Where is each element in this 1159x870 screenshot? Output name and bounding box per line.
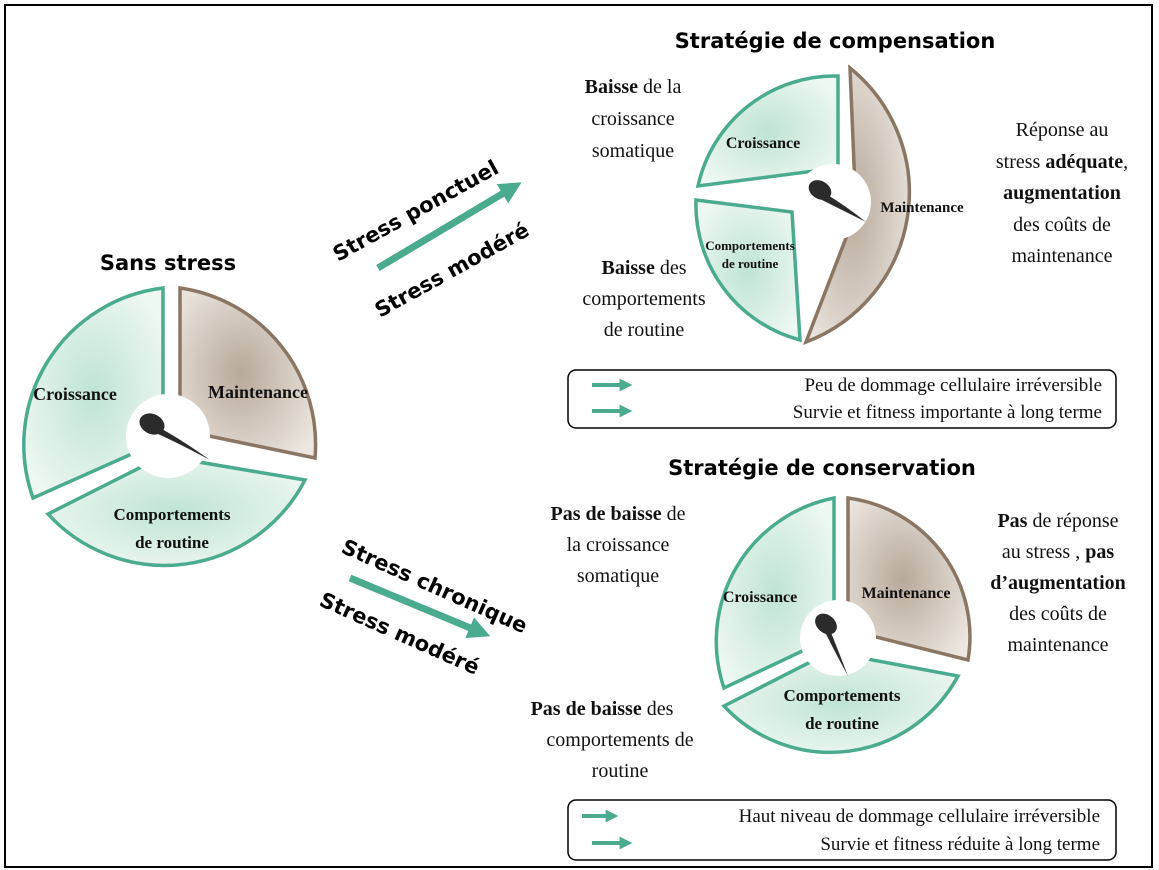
baseline-maintenance-slice: [178, 285, 318, 461]
compensation-legend-2: Survie et fitness importante à long term…: [793, 402, 1102, 423]
compensation-maint-note-4: des coûts de: [1013, 214, 1111, 236]
compensation-routine-note-1: Baisse des: [601, 257, 686, 279]
compensation-routine-note-2: comportements: [582, 288, 706, 310]
compensation-diagram: Stratégie de compensation Croissance Mai…: [567, 29, 1128, 429]
compensation-routine-note-3: de routine: [604, 319, 685, 341]
baseline-title: Sans stress: [100, 251, 236, 275]
conservation-legend-box: [567, 799, 1117, 861]
compensation-title: Stratégie de compensation: [675, 29, 996, 53]
conservation-growth-note-3: somatique: [577, 565, 659, 587]
compensation-legend-1: Peu de dommage cellulaire irréversible: [804, 375, 1102, 396]
conservation-routine-label-2: de routine: [805, 714, 879, 733]
compensation-legend-box: [567, 369, 1117, 429]
conservation-routine-note-1: Pas de baisse des: [531, 698, 674, 720]
conservation-maint-note-2: au stress , pas: [1002, 541, 1114, 563]
upper-arrow-group: Stress ponctuel Stress modéré: [329, 156, 533, 323]
compensation-growth-label: Croissance: [726, 135, 800, 152]
conservation-tadpole-icon: [815, 613, 848, 676]
baseline-tadpole-icon: [139, 413, 210, 460]
compensation-maint-note-2: stress adéquate,: [996, 151, 1128, 173]
conservation-maint-note-5: maintenance: [1007, 634, 1108, 656]
baseline-growth-label: Croissance: [33, 384, 117, 404]
conservation-growth-note-2: la croissance: [567, 534, 670, 556]
conservation-maintenance-label: Maintenance: [862, 585, 951, 602]
compensation-routine-label-1: Comportements: [705, 238, 795, 253]
compensation-growth-note-2: croissance: [591, 108, 674, 130]
compensation-growth-note-1: Baisse de la: [585, 76, 682, 98]
conservation-legend-1: Haut niveau de dommage cellulaire irréve…: [739, 806, 1100, 827]
baseline-routine-label-2: de routine: [135, 533, 209, 552]
compensation-routine-slice: [694, 198, 802, 343]
conservation-center-hole: [800, 600, 876, 676]
conservation-routine-note-2: comportements de: [546, 729, 693, 751]
baseline-diagram: Sans stress Croissance Maintenance Compo…: [22, 251, 318, 568]
compensation-maint-note-5: maintenance: [1011, 245, 1112, 267]
conservation-maint-note-1: Pas de réponse: [997, 510, 1118, 532]
compensation-maint-note-3: augmentation: [1003, 182, 1121, 204]
compensation-growth-note-3: somatique: [592, 140, 674, 162]
conservation-routine-slice: [721, 650, 961, 755]
lower-arrow-group: Stress chronique Stress modéré: [316, 535, 531, 680]
lower-arrow: [348, 574, 491, 639]
conservation-growth-label: Croissance: [723, 589, 797, 606]
baseline-maintenance-label: Maintenance: [208, 382, 308, 402]
conservation-maintenance-slice: [846, 496, 972, 663]
conservation-diagram: Stratégie de conservation Croissance Mai…: [531, 456, 1126, 861]
compensation-tadpole-icon: [808, 180, 866, 222]
compensation-maintenance-label: Maintenance: [880, 200, 964, 216]
conservation-maint-note-3: d’augmentation: [990, 572, 1126, 594]
upper-arrow: [376, 182, 522, 272]
conservation-title: Stratégie de conservation: [668, 456, 976, 480]
conservation-legend-2: Survie et fitness réduite à long terme: [820, 834, 1100, 855]
compensation-growth-slice: [695, 74, 840, 189]
baseline-routine-slice: [45, 454, 308, 568]
conservation-routine-label-1: Comportements: [783, 686, 900, 705]
conservation-maint-note-4: des coûts de: [1009, 603, 1107, 625]
compensation-routine-label-2: de routine: [722, 256, 779, 271]
compensation-maint-note-1: Réponse au: [1016, 119, 1109, 141]
conservation-routine-note-3: routine: [592, 760, 649, 782]
baseline-routine-label-1: Comportements: [113, 505, 230, 524]
conservation-growth-note-1: Pas de baisse de: [550, 503, 685, 525]
